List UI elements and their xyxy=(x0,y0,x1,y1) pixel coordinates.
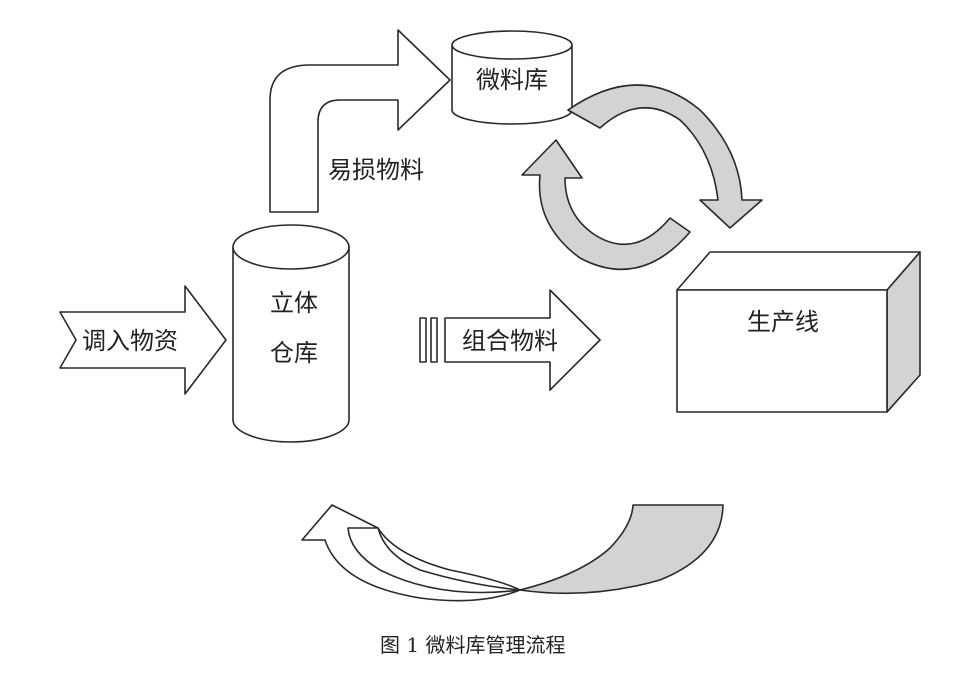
incoming-materials-arrow: 调入物资 xyxy=(59,285,227,395)
box-front-face xyxy=(676,289,888,413)
production-line-box: 生产线 xyxy=(676,251,921,413)
box-top-face xyxy=(676,251,921,291)
return-arrow-shaded-band xyxy=(519,504,724,595)
micro-warehouse-label: 微料库 xyxy=(476,66,548,94)
return-arrow-inner-band xyxy=(377,527,521,591)
stereo-warehouse-label-line2: 仓库 xyxy=(270,339,318,367)
production-line-label: 生产线 xyxy=(747,308,819,336)
incoming-materials-label: 调入物资 xyxy=(82,327,178,355)
stereo-warehouse-cylinder: 立体 仓库 xyxy=(232,224,350,443)
fragile-materials-label: 易损物料 xyxy=(328,156,424,184)
combined-materials-arrow: 组合物料 xyxy=(419,289,601,391)
arrow-tail-bar-1 xyxy=(419,317,427,363)
stereo-warehouse-label-line1: 立体 xyxy=(270,289,318,317)
circular-exchange-arrows xyxy=(521,84,763,271)
return-arrow-head xyxy=(301,504,521,602)
fragile-materials-arrow: 易损物料 xyxy=(269,29,451,213)
micro-warehouse-cylinder: 微料库 xyxy=(451,30,573,125)
combined-materials-label: 组合物料 xyxy=(462,327,558,355)
figure-caption: 图 1 微料库管理流程 xyxy=(380,633,565,657)
return-arrow xyxy=(301,504,724,602)
arrow-tail-bar-2 xyxy=(430,317,438,363)
